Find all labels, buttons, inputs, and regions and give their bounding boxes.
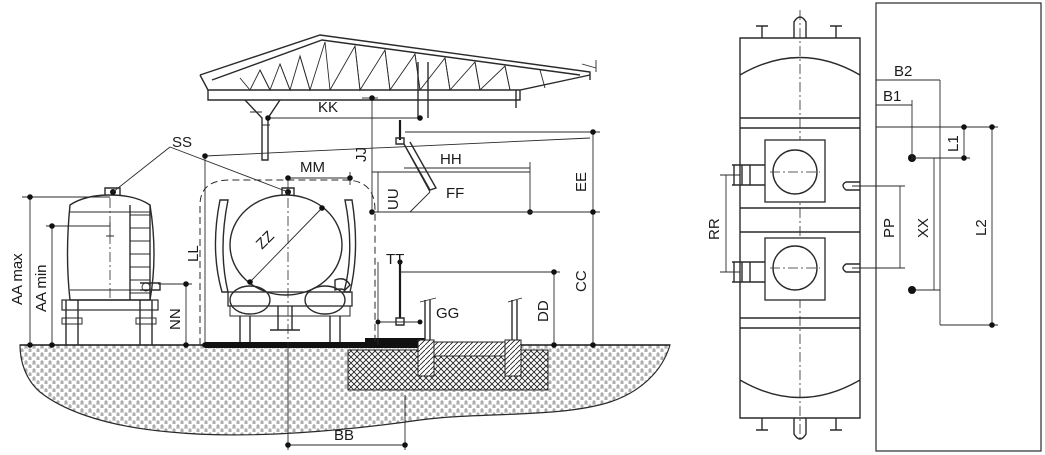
label-l2: L2: [973, 219, 990, 236]
label-mm: MM: [300, 159, 325, 176]
pipe-supports: [419, 297, 523, 340]
tank-plan: [732, 10, 861, 440]
dimensions-top: [720, 74, 998, 328]
label-jj: JJ: [353, 147, 370, 162]
label-b1: B1: [883, 88, 901, 105]
top-view: RR PP XX L2 B2 B1 L1: [706, 2, 1042, 452]
side-view-labels: AA max AA min NN SS LL MM ZZ KK JJ HH UU…: [9, 99, 590, 444]
label-kk: KK: [318, 99, 338, 116]
label-hh: HH: [440, 151, 462, 168]
pit-step: [365, 338, 425, 348]
label-aa-min: AA min: [33, 264, 50, 312]
canopy: [199, 34, 597, 161]
label-zz: ZZ: [253, 228, 278, 253]
ground: [19, 344, 671, 436]
label-tt: TT: [386, 251, 404, 268]
label-cc: CC: [573, 270, 590, 292]
storage-tank: [61, 187, 161, 345]
loading-arm-lower: [395, 259, 405, 326]
label-ss: SS: [172, 134, 192, 151]
label-xx: XX: [915, 218, 932, 238]
label-l1: L1: [945, 135, 962, 152]
label-b2: B2: [894, 63, 912, 80]
label-dd: DD: [535, 300, 552, 322]
foundation: [347, 339, 549, 391]
label-nn: NN: [167, 308, 184, 330]
top-view-labels: RR PP XX L2 B2 B1 L1: [706, 63, 990, 240]
loading-arm-upper: [395, 120, 438, 191]
label-ff: FF: [446, 185, 464, 202]
label-pp: PP: [881, 218, 898, 238]
drive-slab: [205, 342, 365, 348]
tank-truck: [199, 179, 376, 345]
label-rr: RR: [706, 218, 723, 240]
label-aa-max: AA max: [9, 253, 26, 305]
label-uu: UU: [385, 188, 402, 210]
label-ee: EE: [573, 172, 590, 192]
label-gg: GG: [436, 305, 459, 322]
dimensions-side: [22, 95, 600, 450]
platform-outline: [875, 2, 1042, 452]
label-ll: LL: [185, 245, 202, 262]
label-bb: BB: [334, 427, 354, 444]
side-view: AA max AA min NN SS LL MM ZZ KK JJ HH UU…: [9, 34, 671, 450]
